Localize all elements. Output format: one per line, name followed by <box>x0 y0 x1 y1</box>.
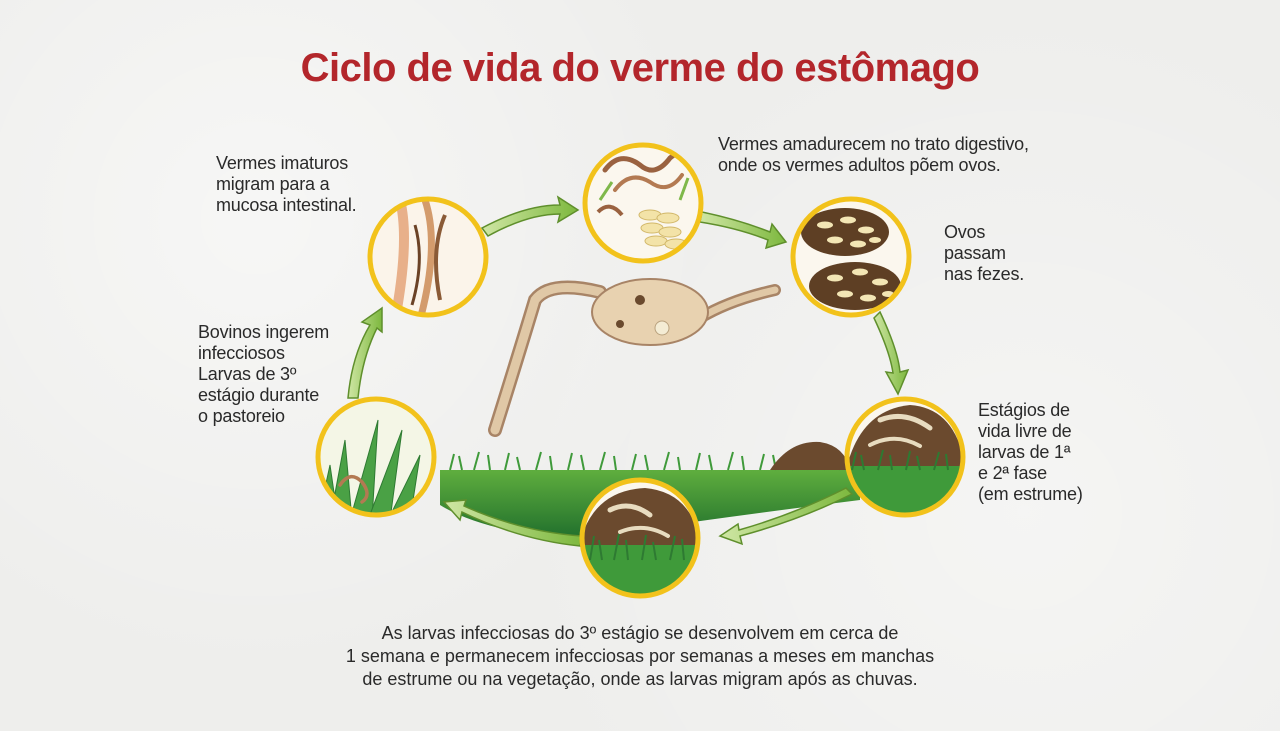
label-infective: As larvas infecciosas do 3º estágio se d… <box>345 623 935 689</box>
stage-eggs-in-feces <box>790 196 912 318</box>
arrow-eggs-to-free-living <box>873 310 910 396</box>
label-eggs: Ovos passam nas fezes. <box>944 222 1025 284</box>
arrow-adults-to-eggs <box>699 211 788 250</box>
diagram-title: Ciclo de vida do verme do estômago <box>300 46 980 90</box>
manure-pile-center <box>770 441 850 470</box>
arrow-infective-to-ingestion <box>442 499 583 547</box>
stage-adult-worms <box>582 142 704 264</box>
arrow-ingestion-to-migration <box>347 306 383 399</box>
label-ingestion: Bovinos ingerem infecciosos Larvas de 3º… <box>198 322 330 426</box>
stage-infective-larvae <box>579 477 701 599</box>
label-migration: Vermes imaturos migram para a mucosa int… <box>216 153 357 215</box>
label-free-living: Estágios de vida livre de larvas de 1ª e… <box>978 400 1083 504</box>
stage-free-living-larvae <box>844 396 966 518</box>
stage-larvae-on-grass <box>315 396 437 518</box>
arrow-free-living-to-infective <box>718 487 854 546</box>
arrow-migration-to-adults <box>480 195 580 237</box>
label-adults: Vermes amadurecem no trato digestivo, on… <box>718 134 1029 175</box>
cycle-arrows <box>347 195 910 547</box>
stage-mucosa-migration <box>367 196 489 318</box>
digestive-tract <box>488 278 781 437</box>
